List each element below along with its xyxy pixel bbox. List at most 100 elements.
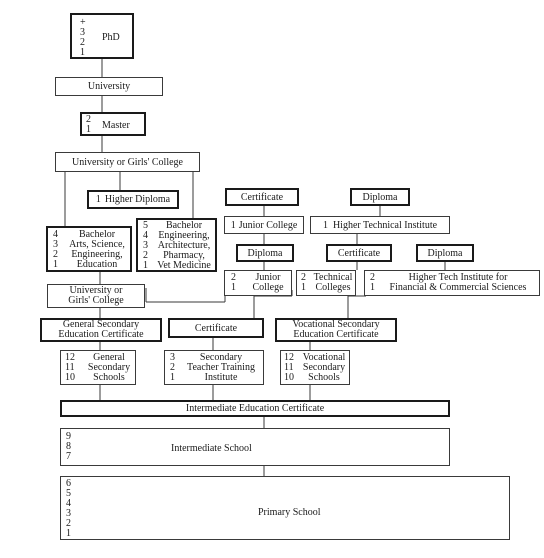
vocational-secondary-schools-box: 12 11 10 Vocational Secondary Schools [280, 350, 350, 385]
label-line: Engineering, [158, 230, 210, 241]
diploma-top-label: Diploma [362, 191, 398, 203]
primary-school-label: Primary School [258, 507, 321, 518]
year-number: 12 [65, 352, 75, 363]
year-number: 2 [66, 518, 71, 529]
year-number: 1 [86, 124, 91, 135]
label-line: Architecture, [157, 240, 211, 251]
general-secondary-years: 12 11 10 [65, 353, 75, 383]
higher-technical-institute-years: 1 [322, 219, 328, 231]
year-number: 1 [80, 47, 85, 58]
year-number: 2 [370, 272, 375, 283]
year-number: 1 [170, 372, 175, 383]
year-number: 7 [66, 451, 71, 462]
junior-college-2yr-years: 2 1 [231, 273, 236, 293]
label-line: Vet Medicine [157, 260, 211, 271]
diploma-top-box: Diploma [350, 188, 410, 206]
label-line: Bachelor [165, 220, 203, 231]
label-line: Colleges [315, 282, 351, 293]
junior-college-label: Junior College [238, 219, 298, 231]
vocational-secondary-years: 12 11 10 [284, 353, 294, 383]
label-line: Technical [313, 272, 353, 283]
higher-tech-financial-label: Higher Tech Institute for Financial & Co… [377, 273, 539, 293]
year-number: + [80, 17, 86, 28]
general-secondary-certificate-box: General Secondary Education Certificate [40, 318, 162, 342]
year-number: 4 [143, 230, 148, 241]
year-number: 11 [65, 362, 75, 373]
year-number: 2 [53, 249, 58, 260]
year-number: 5 [143, 220, 148, 231]
label-line: General [93, 352, 125, 363]
year-number: 1 [143, 260, 148, 271]
phd-years: + 3 2 1 [80, 18, 86, 58]
diploma-right-box: Diploma [416, 244, 474, 262]
label-line: College [252, 282, 284, 293]
higher-diploma-label: Higher Diploma [104, 194, 171, 205]
year-number: 1 [53, 259, 58, 270]
year-number: 2 [301, 272, 306, 283]
label-line: Bachelor [78, 229, 116, 240]
label-line: Higher Tech Institute for [408, 272, 508, 283]
teacher-training-label: Secondary Teacher Training Institute [179, 353, 263, 383]
year-number: 6 [66, 478, 71, 489]
junior-college-2yr-box: 2 1 Junior College [224, 270, 292, 296]
year-number: 1 [231, 282, 236, 293]
year-number: 10 [65, 372, 75, 383]
university-girls-college-box: University or Girls' College [55, 152, 200, 172]
year-number: 4 [66, 498, 71, 509]
year-number: 3 [170, 352, 175, 363]
year-number: 10 [284, 372, 294, 383]
junior-college-box: 1 Junior College [224, 216, 304, 234]
year-number: 11 [284, 362, 294, 373]
label-line: Teacher Training [187, 362, 255, 373]
teacher-training-years: 3 2 1 [170, 353, 175, 383]
certificate-top-label: Certificate [240, 191, 284, 203]
primary-school-box: 6 5 4 3 2 1 Primary School [60, 476, 510, 540]
university-box: University [55, 77, 163, 96]
phd-box: + 3 2 1 PhD [70, 13, 134, 59]
technical-colleges-years: 2 1 [301, 273, 306, 293]
certificate-mid-box: Certificate [326, 244, 392, 262]
label-line: Secondary [302, 362, 346, 373]
year-number: 2 [143, 250, 148, 261]
year-number: 8 [66, 441, 71, 452]
label-line: University or [69, 285, 123, 296]
bachelor-arts-label: Bachelor Arts, Science, Engineering, Edu… [64, 230, 130, 270]
bachelor-arts-years: 4 3 2 1 [53, 230, 58, 270]
year-number: 3 [143, 240, 148, 251]
diploma-mid-box: Diploma [236, 244, 294, 262]
higher-diploma-box: 1 Higher Diploma [87, 190, 179, 209]
year-number: 2 [170, 362, 175, 373]
phd-label: PhD [102, 32, 120, 43]
master-label: Master [102, 120, 130, 131]
certificate-top-box: Certificate [225, 188, 299, 206]
year-number: 12 [284, 352, 294, 363]
year-number: 3 [53, 239, 58, 250]
technical-colleges-box: 2 1 Technical Colleges [296, 270, 356, 296]
label-line: Girls' College [68, 295, 124, 306]
year-number: 3 [66, 508, 71, 519]
intermediate-certificate-box: Intermediate Education Certificate [60, 400, 450, 417]
label-line: Pharmacy, [163, 250, 205, 261]
diploma-right-label: Diploma [427, 247, 463, 259]
intermediate-school-label: Intermediate School [171, 443, 252, 454]
junior-college-years: 1 [230, 219, 236, 231]
bachelor-engineering-label: Bachelor Engineering, Architecture, Phar… [152, 221, 216, 271]
year-number: 4 [53, 229, 58, 240]
year-number: 1 [66, 528, 71, 539]
diploma-mid-label: Diploma [247, 247, 283, 259]
intermediate-school-years: 9 8 7 [66, 432, 71, 462]
label-line: Schools [93, 372, 125, 383]
label-line: Schools [308, 372, 340, 383]
year-number: 2 [86, 114, 91, 125]
higher-diploma-years: 1 [95, 194, 101, 205]
label-line: Education Certificate [293, 329, 379, 340]
label-line: General Secondary [62, 319, 140, 330]
intermediate-certificate-label: Intermediate Education Certificate [185, 403, 325, 414]
primary-school-years: 6 5 4 3 2 1 [66, 479, 71, 539]
label-line: Arts, Science, [69, 239, 125, 250]
year-number: 2 [80, 37, 85, 48]
label-line: Engineering, [71, 249, 123, 260]
vocational-secondary-label: Vocational Secondary Schools [299, 353, 349, 383]
label-line: Institute [204, 372, 238, 383]
bachelor-engineering-box: 5 4 3 2 1 Bachelor Engineering, Architec… [136, 218, 217, 272]
